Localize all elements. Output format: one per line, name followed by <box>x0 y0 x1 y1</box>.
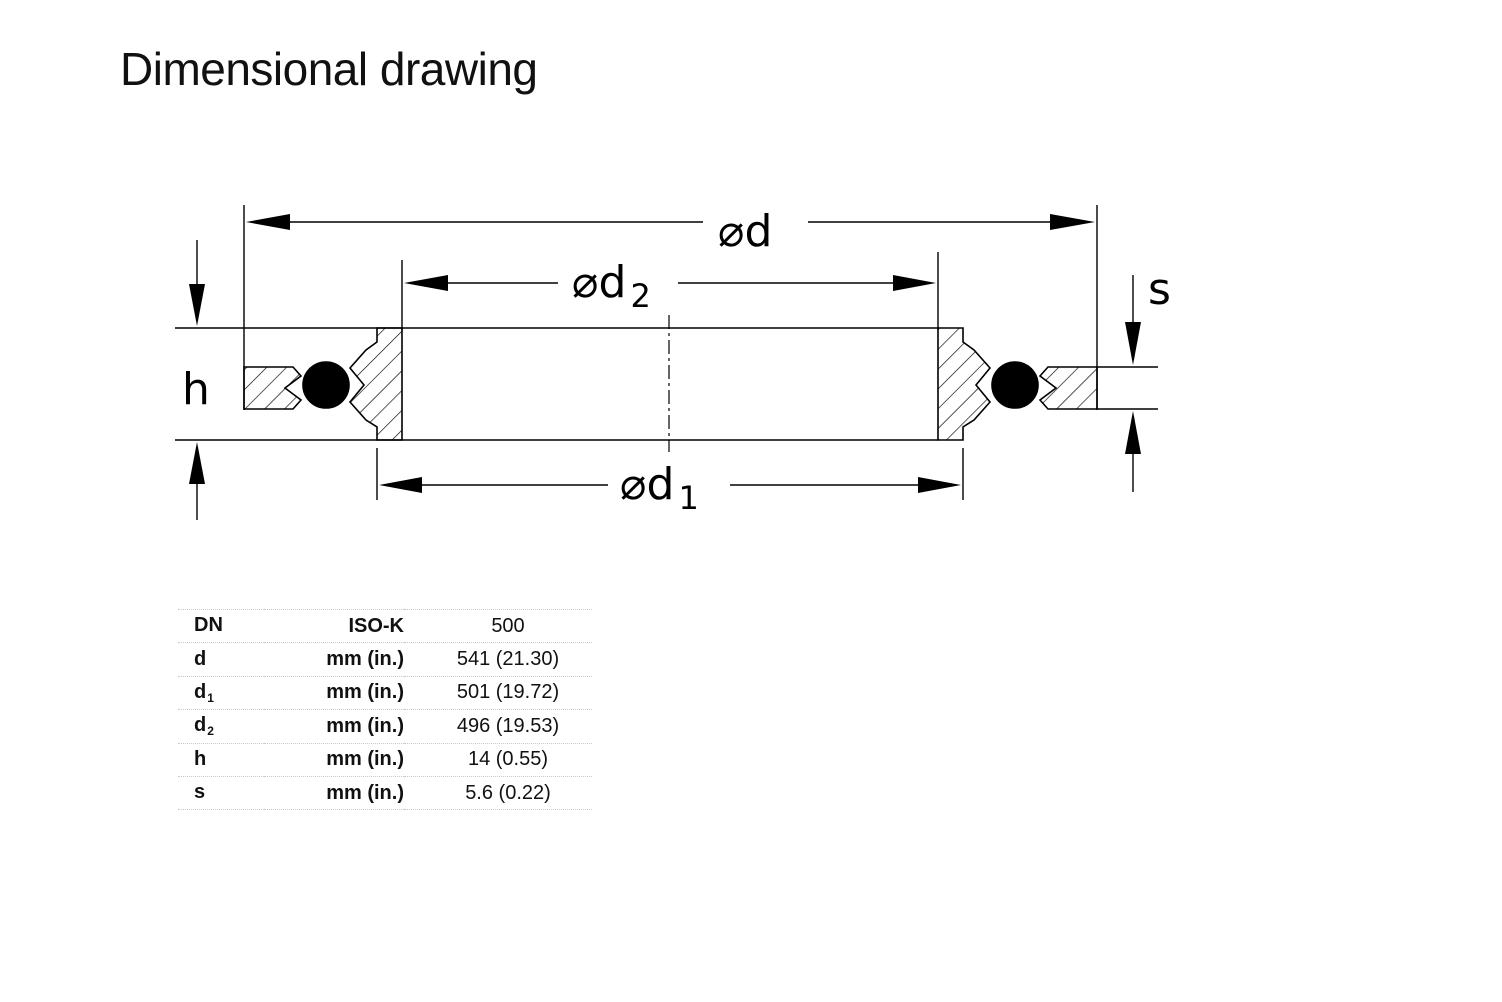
unit-cell: mm (in.) <box>264 776 404 811</box>
dimension-d <box>246 214 1095 230</box>
page-title: Dimensional drawing <box>120 43 538 95</box>
label-d: ⌀d <box>718 206 772 257</box>
param-cell: d2 <box>178 709 264 744</box>
param-cell: d <box>178 642 264 677</box>
value-cell: 14 (0.55) <box>404 743 592 777</box>
arrowhead-d1-right <box>918 477 961 493</box>
arrowhead-d1-left <box>379 477 422 493</box>
ring-body <box>402 315 938 452</box>
table-row: d mm (in.) 541 (21.30) <box>178 642 592 677</box>
value-cell: 5.6 (0.22) <box>404 776 592 811</box>
label-h: h <box>182 364 210 415</box>
arrowhead-s-bottom <box>1125 411 1141 454</box>
left-o-ring <box>302 361 350 409</box>
arrowhead-d-right <box>1050 214 1095 230</box>
height-extension-lines <box>175 327 1158 441</box>
table-row: DN ISO-K 500 <box>178 608 592 644</box>
arrowhead-h-bottom <box>189 442 205 484</box>
right-inner-hatch <box>937 327 992 441</box>
left-section <box>243 327 403 441</box>
dimension-d2 <box>404 275 936 291</box>
param-cell: s <box>178 776 264 811</box>
arrowhead-s-top <box>1125 322 1141 365</box>
param-cell: DN <box>178 608 264 644</box>
right-section <box>937 327 1098 441</box>
value-cell: 496 (19.53) <box>404 709 592 744</box>
param-cell: h <box>178 743 264 777</box>
unit-cell: mm (in.) <box>264 676 404 711</box>
arrowhead-h-top <box>189 284 205 326</box>
right-outer-hatch <box>1038 366 1098 410</box>
dimension-s <box>1125 275 1141 492</box>
table-row: d2 mm (in.) 496 (19.53) <box>178 709 592 744</box>
param-cell: d1 <box>178 676 264 711</box>
unit-cell: mm (in.) <box>264 709 404 744</box>
left-outer-hatch <box>243 366 303 410</box>
table-row: h mm (in.) 14 (0.55) <box>178 743 592 777</box>
dimensions-table: DN ISO-K 500 d mm (in.) 541 (21.30) d1 m… <box>178 608 592 811</box>
value-cell: 500 <box>404 608 592 644</box>
left-inner-hatch <box>348 327 403 441</box>
table-row: s mm (in.) 5.6 (0.22) <box>178 776 592 811</box>
value-cell: 541 (21.30) <box>404 642 592 677</box>
arrowhead-d2-right <box>893 275 936 291</box>
unit-cell: ISO-K <box>264 608 404 644</box>
unit-cell: mm (in.) <box>264 642 404 677</box>
label-s: s <box>1148 264 1171 315</box>
value-cell: 501 (19.72) <box>404 676 592 711</box>
table-row: d1 mm (in.) 501 (19.72) <box>178 676 592 711</box>
right-o-ring <box>991 361 1039 409</box>
dimension-d1 <box>379 477 961 493</box>
arrowhead-d2-left <box>404 275 448 291</box>
dimension-h <box>189 240 205 520</box>
arrowhead-d-left <box>246 214 290 230</box>
unit-cell: mm (in.) <box>264 743 404 777</box>
